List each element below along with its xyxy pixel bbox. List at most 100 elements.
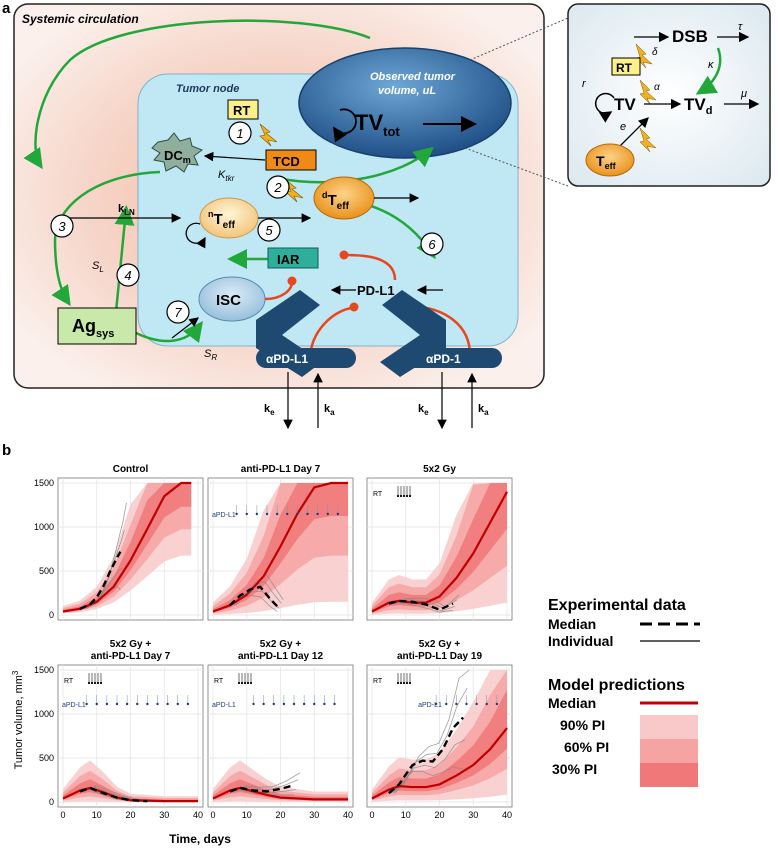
apdl1-dose-dot bbox=[336, 512, 340, 516]
apdl1-dose-dot bbox=[262, 702, 265, 706]
inset-tv: TV bbox=[614, 95, 636, 114]
inhibit-dot-3 bbox=[349, 302, 359, 312]
apdl1-dose-dot bbox=[286, 512, 289, 516]
inset-alpha: α bbox=[654, 82, 660, 93]
apdl1-dose-dot bbox=[85, 702, 88, 706]
chart-title-1: Control bbox=[113, 464, 149, 475]
apdl1-dose-label: aPD-L1 bbox=[62, 702, 86, 709]
inset-rt: RT bbox=[616, 61, 633, 75]
apdl1-dose-label: aPD-L1 bbox=[212, 512, 236, 519]
apdl1-label: αPD-L1 bbox=[266, 352, 308, 366]
observed-tumor-text-1: Observed tumor bbox=[370, 71, 456, 83]
exp-median-line bbox=[229, 585, 278, 608]
inset-delta: δ bbox=[652, 47, 658, 58]
rt-dose-dot bbox=[240, 681, 244, 685]
apdl1-dose-dot bbox=[292, 702, 296, 706]
rt-dose-label: RT bbox=[373, 491, 383, 498]
green-arrow-sr bbox=[133, 321, 204, 343]
apdl1-dose-dot bbox=[434, 702, 438, 706]
x-tick: 30 bbox=[309, 810, 319, 820]
individual-line bbox=[392, 687, 468, 794]
y-tick: 500 bbox=[39, 566, 54, 576]
apdl1-dose-dot bbox=[455, 702, 458, 706]
apdl1-dose-dot bbox=[136, 702, 139, 706]
rt-dose-dot bbox=[402, 681, 406, 685]
chart-title-5: anti-PD-L1 Day 12 bbox=[238, 651, 323, 662]
step-3: 3 bbox=[58, 219, 66, 234]
apdl1-dose-dot bbox=[326, 512, 329, 516]
chart-panel-4: 5x2 Gy +anti-PD-L1 Day 7RTaPD-L105001000… bbox=[34, 639, 204, 820]
chart-title-5: 5x2 Gy + bbox=[260, 639, 302, 650]
inset-lightning-3 bbox=[639, 127, 657, 153]
green-arc-top bbox=[23, 19, 371, 170]
apdl1-dose-dot bbox=[255, 512, 259, 516]
step-3-circle bbox=[50, 214, 74, 238]
x-tick: 10 bbox=[92, 810, 102, 820]
y-tick: 1500 bbox=[34, 665, 54, 675]
rt-dose-dot bbox=[87, 681, 91, 685]
step-2-circle bbox=[266, 175, 290, 199]
pdl1-label: PD-L1 bbox=[357, 283, 395, 298]
rt-dose-dot bbox=[90, 681, 94, 685]
ke-label-left: ke bbox=[264, 403, 275, 417]
individual-line bbox=[390, 739, 466, 794]
rt-dose-dot bbox=[246, 681, 250, 685]
legend: Experimental data Median Individual Mode… bbox=[548, 597, 700, 787]
rt-box bbox=[227, 99, 259, 120]
rt-label: RT bbox=[233, 103, 250, 118]
apd1-label: αPD-1 bbox=[426, 352, 461, 366]
sr-label: SR bbox=[204, 348, 217, 362]
individual-line bbox=[388, 766, 464, 794]
x-tick: 40 bbox=[502, 810, 512, 820]
chart-title-2: anti-PD-L1 Day 7 bbox=[241, 464, 321, 475]
x-tick: 10 bbox=[242, 810, 252, 820]
apdl1-dose-dot bbox=[146, 702, 149, 706]
individual-line bbox=[233, 580, 282, 606]
legend-pi30: 30% PI bbox=[552, 761, 597, 777]
ka-label-right: ka bbox=[478, 403, 489, 417]
rt-dose-dot bbox=[249, 681, 253, 685]
ag-sys-label: Agsys bbox=[72, 316, 114, 340]
nteff-loop bbox=[185, 222, 206, 249]
apdl1-dose-dot bbox=[186, 702, 190, 706]
apdl1-dose-dot bbox=[302, 702, 306, 706]
apdl1-dose-dot bbox=[166, 702, 169, 706]
step-2: 2 bbox=[273, 180, 282, 195]
x-tick: 40 bbox=[343, 810, 353, 820]
pi-band-1 bbox=[372, 483, 507, 614]
chart-title-6: anti-PD-L1 Day 19 bbox=[397, 651, 482, 662]
observed-tumor-text-2: volume, uL bbox=[378, 85, 436, 97]
x-axis-label: Time, days bbox=[169, 832, 231, 846]
y-tick: 500 bbox=[39, 753, 54, 763]
y-tick: 0 bbox=[49, 797, 54, 807]
pi-band-2 bbox=[372, 689, 507, 800]
tv-tot-label: TVtot bbox=[355, 110, 400, 139]
apdl1-dose-dot bbox=[275, 512, 279, 516]
legend-exp-individual: Individual bbox=[548, 633, 613, 649]
step-5: 5 bbox=[265, 223, 273, 238]
apdl1-pill bbox=[256, 348, 356, 368]
apdl1-dose-dot bbox=[333, 702, 336, 706]
iar-box bbox=[267, 247, 319, 269]
rt-dose-dot bbox=[402, 494, 406, 498]
ktkr-arrow bbox=[203, 151, 266, 162]
legend-model-title: Model predictions bbox=[548, 677, 685, 694]
panel-a-label: a bbox=[2, 0, 11, 17]
apdl1-dose-dot bbox=[465, 702, 468, 706]
step-4: 4 bbox=[124, 268, 131, 283]
y-tick: 1500 bbox=[34, 478, 54, 488]
green-arrow-tcd-to-tv bbox=[275, 146, 434, 184]
apdl1-dose-dot bbox=[125, 702, 129, 706]
rt-dose-dot bbox=[408, 494, 412, 498]
exp-median-line bbox=[79, 551, 122, 610]
dcm-label: DCm bbox=[164, 148, 191, 165]
inset-lightning-2 bbox=[639, 79, 657, 105]
ke-label-right: ke bbox=[418, 403, 429, 417]
apdl1-dose-dot bbox=[475, 702, 478, 706]
apdl1-dose-label: aPD-L1 bbox=[212, 702, 236, 709]
ka-label-left: ka bbox=[324, 403, 335, 417]
dcm-burst bbox=[151, 132, 204, 173]
